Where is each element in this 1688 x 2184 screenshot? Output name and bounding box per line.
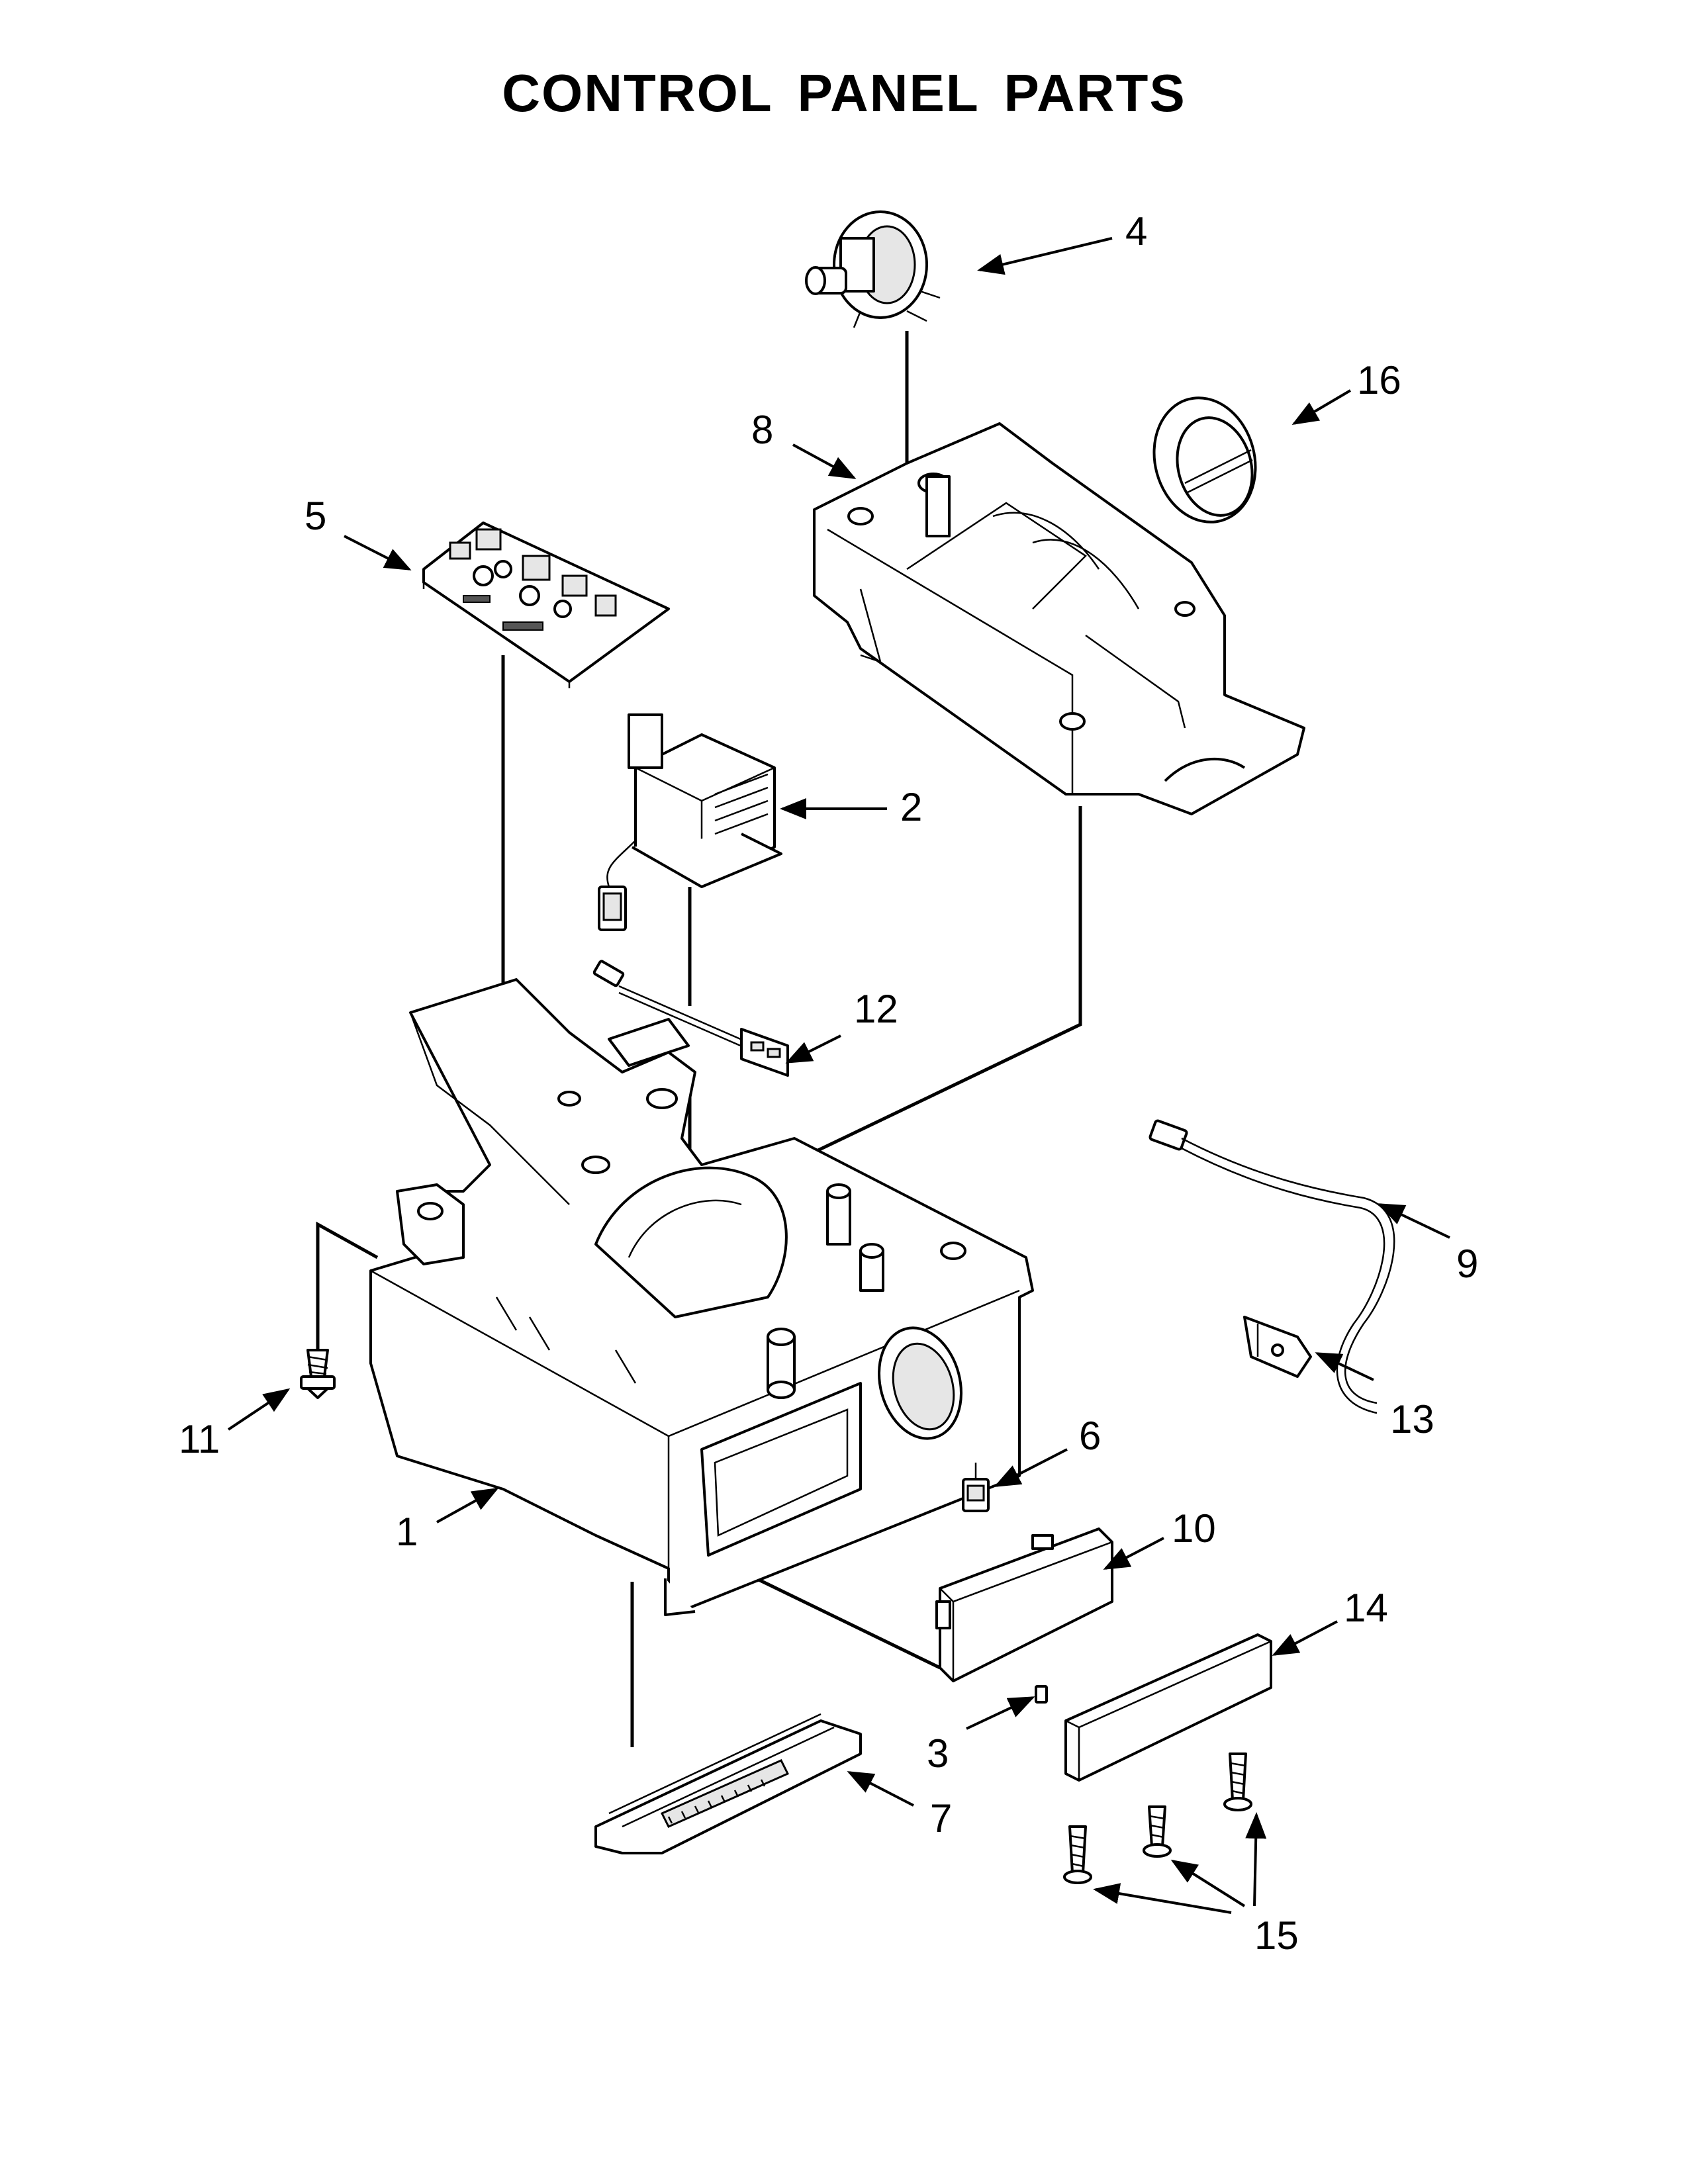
part-14-panel bbox=[1064, 1633, 1272, 1782]
callout-9: 9 bbox=[1456, 1242, 1478, 1286]
callout-6: 6 bbox=[1079, 1414, 1101, 1458]
part-12-wire-harness bbox=[592, 960, 789, 1077]
part-11-screw bbox=[300, 1349, 336, 1399]
callout-7: 7 bbox=[930, 1796, 952, 1841]
part-3-small-clip bbox=[1035, 1685, 1048, 1704]
callout-4: 4 bbox=[1125, 209, 1147, 253]
part-10-cover bbox=[935, 1527, 1113, 1682]
callout-16: 16 bbox=[1357, 358, 1401, 402]
callout-arrows bbox=[227, 237, 1450, 1914]
part-9-wire bbox=[1149, 1119, 1395, 1414]
part-4-valve bbox=[805, 210, 941, 328]
part-2-transformer bbox=[598, 713, 782, 931]
callout-8: 8 bbox=[751, 408, 773, 452]
callout-12: 12 bbox=[854, 987, 898, 1031]
part-16-cap bbox=[1152, 396, 1257, 523]
callout-5: 5 bbox=[305, 494, 326, 538]
part-1-main-housing bbox=[369, 978, 1034, 1616]
page-title: CONTROL PANEL PARTS bbox=[502, 64, 1186, 122]
callout-15: 15 bbox=[1254, 1913, 1299, 1958]
part-15-screws bbox=[1063, 1752, 1252, 1884]
callout-1: 1 bbox=[396, 1510, 418, 1554]
callout-10: 10 bbox=[1172, 1506, 1216, 1551]
callout-14: 14 bbox=[1344, 1586, 1388, 1630]
callout-3: 3 bbox=[927, 1731, 949, 1776]
part-7-tray bbox=[594, 1713, 862, 1854]
callout-labels: 4 16 8 5 2 12 9 13 6 10 14 11 1 3 7 15 bbox=[179, 209, 1478, 1958]
part-13-clip bbox=[1243, 1316, 1312, 1378]
callout-13: 13 bbox=[1390, 1397, 1434, 1441]
callout-11: 11 bbox=[179, 1417, 220, 1461]
part-6-switch bbox=[962, 1463, 990, 1512]
callout-2: 2 bbox=[900, 785, 922, 829]
part-8-housing bbox=[813, 422, 1305, 815]
part-5-control-board bbox=[422, 522, 670, 688]
